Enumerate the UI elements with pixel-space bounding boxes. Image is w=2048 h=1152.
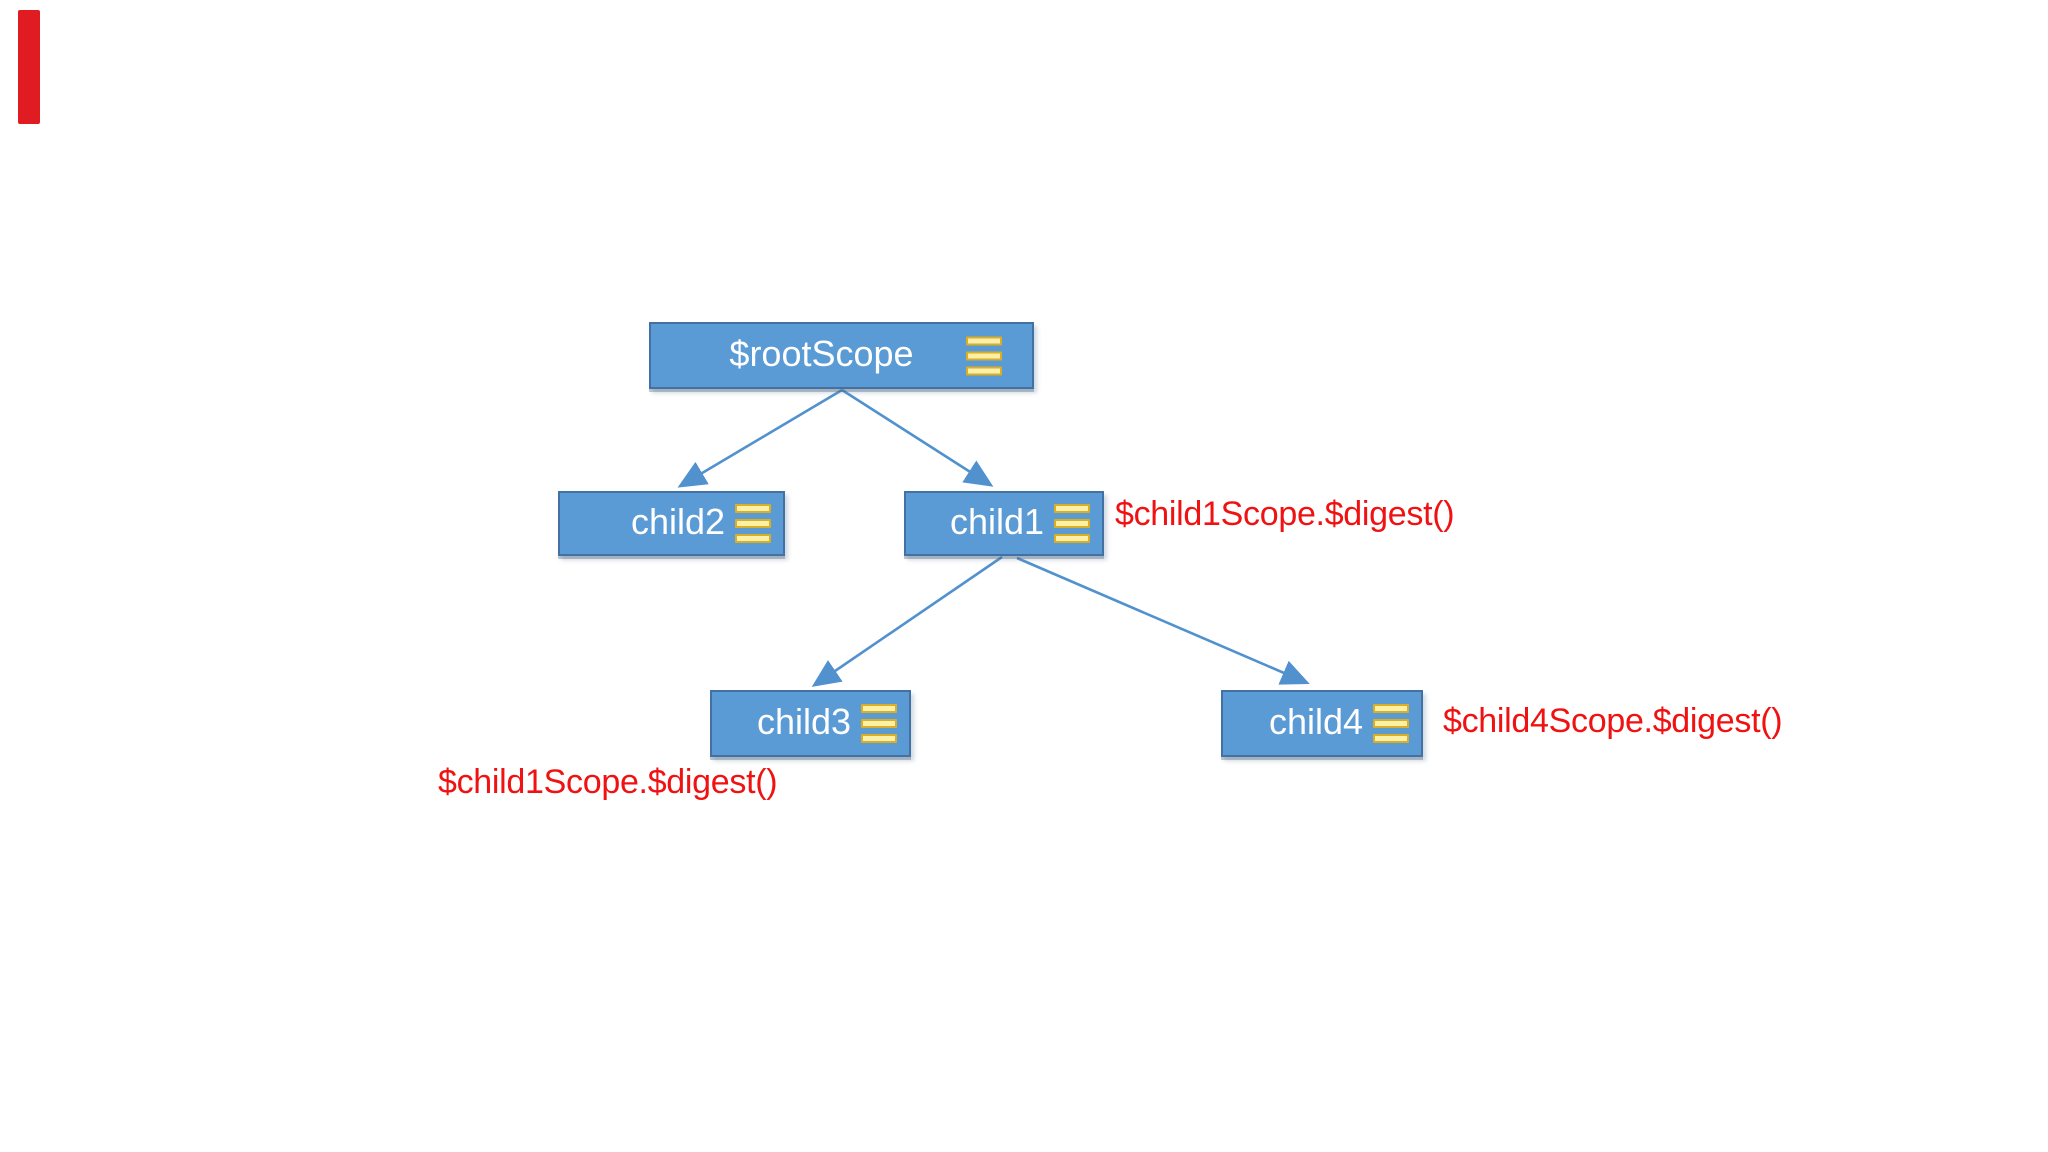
- hamburger-icon: [735, 504, 771, 543]
- red-marker-bar: [18, 10, 40, 124]
- hamburger-icon: [1373, 704, 1409, 743]
- scope-node-label: child1: [949, 500, 1044, 542]
- scope-node-rootscope: $rootScope: [649, 322, 1034, 389]
- arrow-child1-to-child3: [811, 555, 1003, 687]
- scope-node-label: child3: [756, 700, 851, 742]
- scope-node-label: $rootScope: [729, 332, 914, 374]
- hamburger-icon: [966, 336, 1002, 375]
- digest-annotation-child4: $child4Scope.$digest(): [1443, 702, 1783, 740]
- scope-node-child3: child3: [710, 690, 911, 757]
- scope-node-child1: child1: [904, 491, 1104, 556]
- arrow-rootscope-to-child2: [677, 388, 843, 488]
- hamburger-icon: [861, 704, 897, 743]
- digest-annotation-child1: $child1Scope.$digest(): [1115, 495, 1455, 533]
- scope-node-child4: child4: [1221, 690, 1423, 757]
- hamburger-icon: [1054, 504, 1090, 543]
- arrow-child1-to-child4: [1016, 556, 1310, 685]
- scope-node-label: child2: [630, 500, 725, 542]
- arrow-rootscope-to-child1: [841, 388, 994, 487]
- scope-node-label: child4: [1268, 700, 1363, 742]
- digest-annotation-child3: $child1Scope.$digest(): [438, 763, 778, 801]
- scope-node-child2: child2: [558, 491, 785, 556]
